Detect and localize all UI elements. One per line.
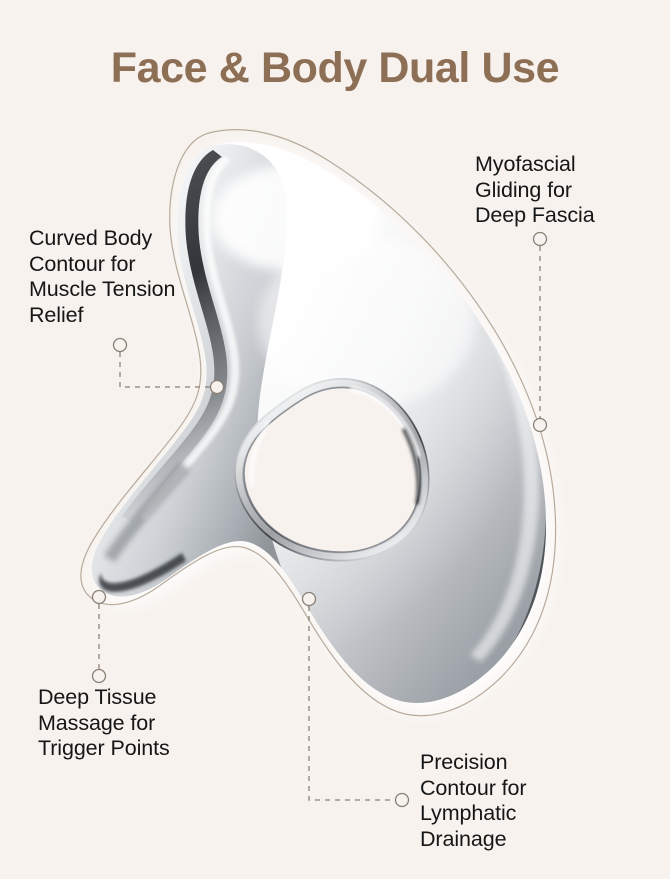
anchor-dot-deep-tissue-massage — [91, 668, 107, 684]
marker-dot-deep-tissue-massage — [91, 589, 107, 605]
marker-dot-precision-contour — [301, 591, 317, 607]
callout-label-curved-body-contour: Curved Body Contour for Muscle Tension R… — [29, 226, 176, 327]
callout-label-deep-tissue-massage: Deep Tissue Massage for Trigger Points — [38, 685, 170, 760]
anchor-dot-myofascial-gliding — [532, 417, 548, 433]
anchor-dot-curved-body-contour — [209, 379, 225, 395]
page-title: Face & Body Dual Use — [110, 44, 560, 92]
leader-precision-contour — [308, 606, 395, 801]
marker-dot-curved-body-contour — [112, 337, 128, 353]
callout-label-myofascial-gliding: Myofascial Gliding for Deep Fascia — [475, 152, 595, 227]
leader-curved-body-contour — [119, 352, 210, 388]
callout-label-precision-contour: Precision Contour for Lymphatic Drainage — [420, 750, 527, 851]
marker-dot-myofascial-gliding — [532, 231, 548, 247]
anchor-dot-precision-contour — [394, 792, 410, 808]
